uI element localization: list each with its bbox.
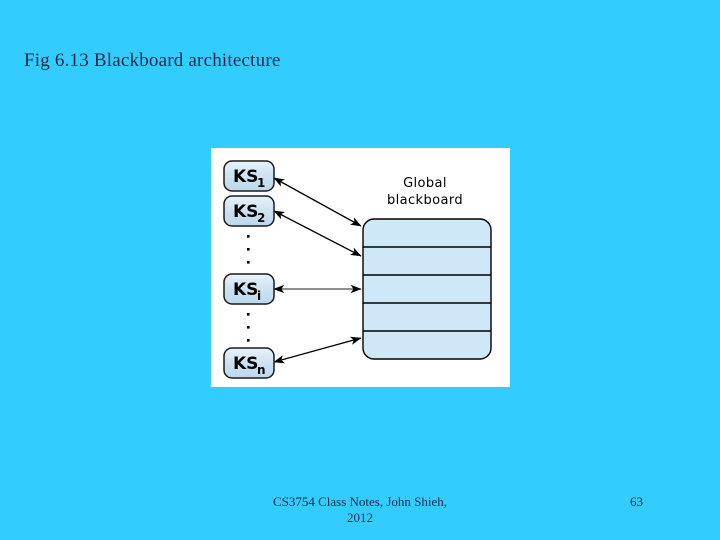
- ellipsis-dot: [247, 326, 250, 329]
- ellipsis-dot: [247, 235, 250, 238]
- knowledge-source-ks2[interactable]: KS 2: [223, 195, 275, 227]
- connector-ks2-blackboard: [273, 210, 362, 257]
- footer-credit-line1: CS3754 Class Notes, John Shieh,: [272, 494, 448, 509]
- ellipsis-lower: [247, 313, 250, 342]
- blackboard-caption-line2: blackboard: [387, 193, 463, 208]
- ellipsis-dot: [247, 261, 250, 264]
- ellipsis-dot: [247, 248, 250, 251]
- page-title: Fig 6.13 Blackboard architecture: [24, 50, 281, 71]
- ks2-label: KS: [233, 202, 258, 222]
- ksn-label: KS: [233, 354, 258, 374]
- blackboard-architecture-diagram: KS 1 KS 2 KS i: [223, 160, 492, 379]
- ellipsis-upper: [247, 235, 250, 264]
- ksn-box[interactable]: [223, 347, 275, 379]
- ksn-subscript: n: [257, 363, 266, 377]
- footer-credit-line2: 2012: [347, 510, 373, 525]
- knowledge-source-ksn[interactable]: KS n: [223, 347, 275, 379]
- connector-ksn-blackboard: [273, 336, 362, 364]
- ellipsis-dot: [247, 339, 250, 342]
- ks2-subscript: 2: [257, 211, 265, 225]
- footer-credit: CS3754 Class Notes, John Shieh, 2012: [180, 494, 540, 526]
- blackboard-caption-line1: Global: [403, 176, 447, 191]
- ksi-subscript: i: [257, 289, 261, 303]
- ks2-box[interactable]: [223, 195, 275, 227]
- connector-ks1-blackboard: [273, 177, 362, 227]
- page-number: 63: [630, 494, 643, 509]
- knowledge-source-ksi[interactable]: KS i: [223, 273, 275, 305]
- ksi-box[interactable]: [223, 273, 275, 305]
- ks1-box[interactable]: [223, 160, 275, 192]
- global-blackboard[interactable]: [362, 218, 492, 360]
- ks1-subscript: 1: [257, 176, 265, 190]
- ksi-label: KS: [233, 280, 258, 300]
- ks1-label: KS: [233, 167, 258, 187]
- blackboard-body[interactable]: [362, 218, 492, 360]
- knowledge-source-ks1[interactable]: KS 1: [223, 160, 275, 192]
- figure-panel: KS 1 KS 2 KS i: [211, 148, 510, 387]
- ellipsis-dot: [247, 313, 250, 316]
